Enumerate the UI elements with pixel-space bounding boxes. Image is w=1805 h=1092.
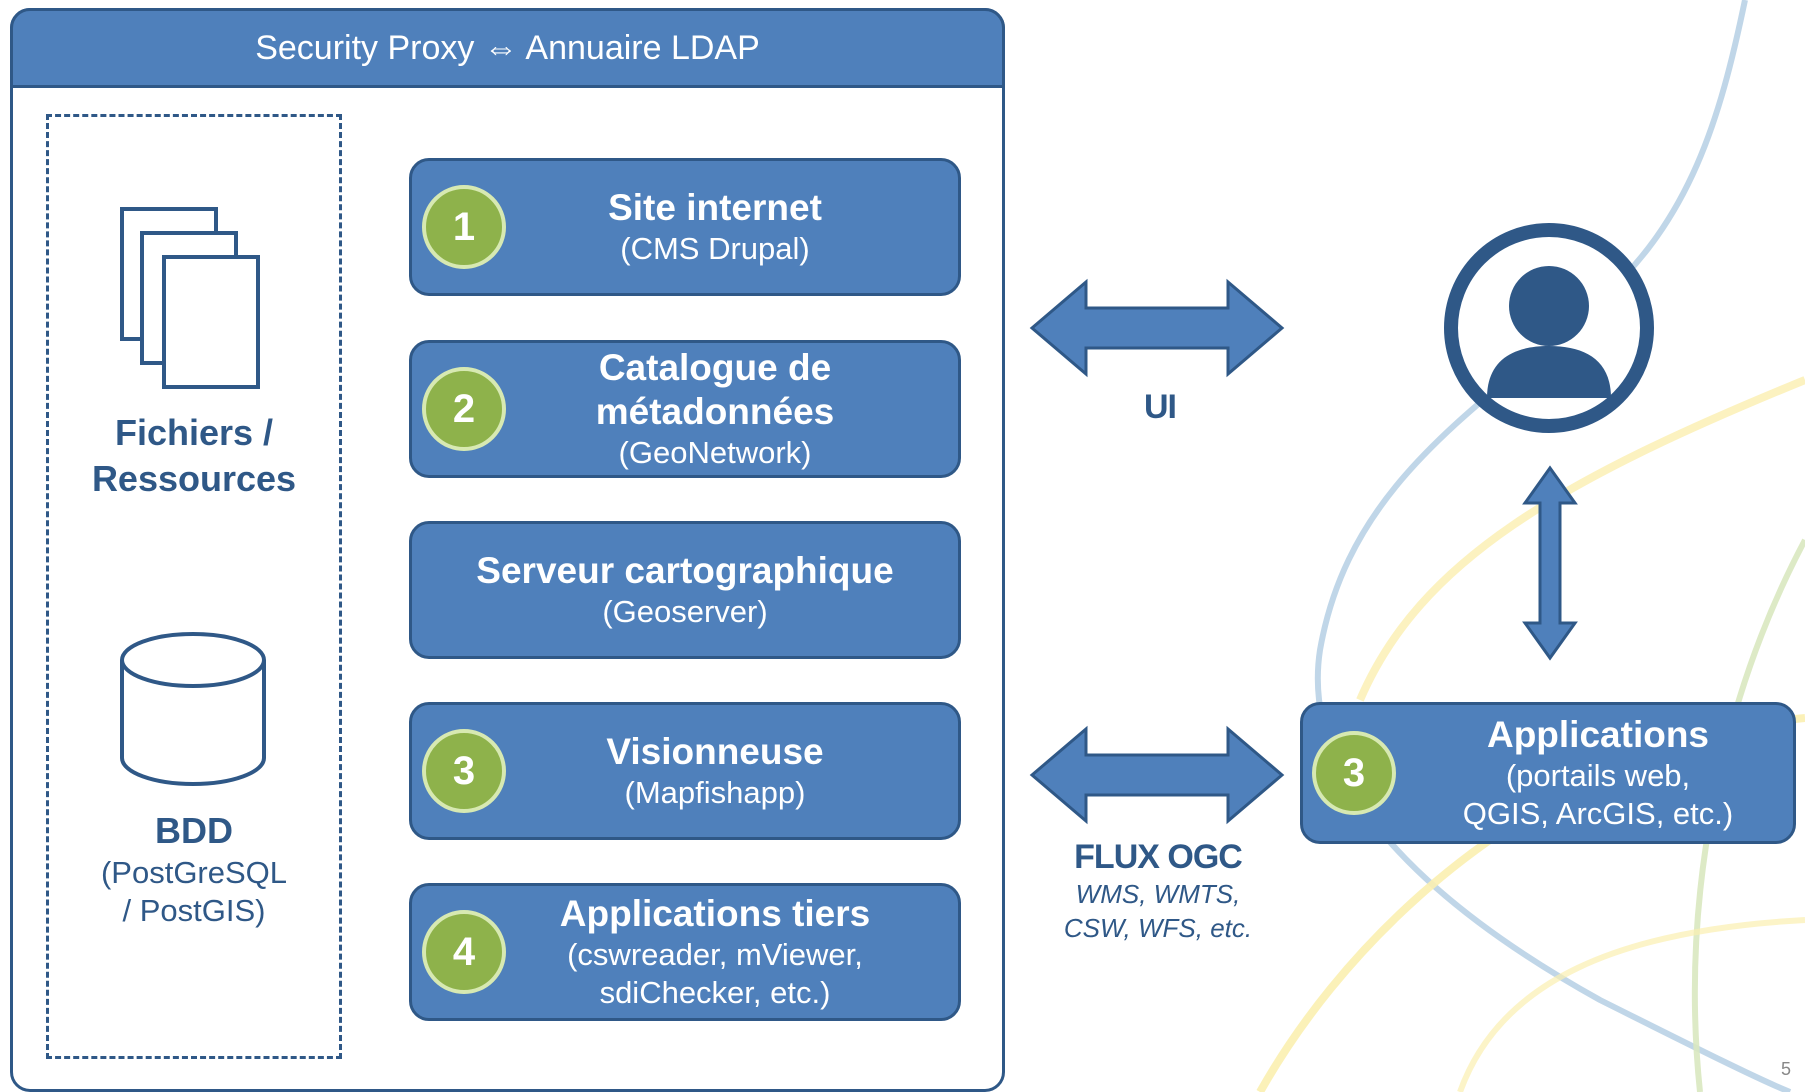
ogc-label-group: FLUX OGC WMS, WMTS, CSW, WFS, etc. — [1018, 838, 1298, 945]
service-site-internet[interactable]: Site internet (CMS Drupal) — [409, 158, 961, 296]
service-badge-1: 1 — [422, 185, 506, 269]
service-badge-4: 4 — [422, 910, 506, 994]
files-icon — [120, 207, 260, 389]
platform-header: Security Proxy ⇔ Annuaire LDAP — [10, 8, 1005, 88]
flux-protocols-line2: CSW, WFS, etc. — [1063, 913, 1253, 943]
vertical-double-arrow — [1522, 465, 1578, 661]
service-badge-3: 3 — [422, 729, 506, 813]
page-number: 5 — [1780, 1059, 1791, 1079]
database-icon — [120, 632, 266, 786]
flux-ogc-label: FLUX OGC — [1074, 838, 1243, 876]
db-label: BDD (PostGreSQL / PostGIS) — [100, 810, 288, 928]
ui-double-arrow — [1029, 278, 1285, 378]
service-serveur-cartographique[interactable]: Serveur cartographique (Geoserver) — [409, 521, 961, 659]
storage-area — [46, 114, 342, 1059]
ogc-double-arrow — [1029, 725, 1285, 825]
ui-label: UI — [1144, 388, 1177, 426]
platform-header-title: Security Proxy ⇔ Annuaire LDAP — [255, 28, 760, 67]
client-apps-badge-3: 3 — [1312, 731, 1396, 815]
files-label: Fichiers / Ressources — [91, 412, 297, 499]
flux-protocols-line1: WMS, WMTS, — [1075, 879, 1241, 909]
user-avatar-icon — [1444, 223, 1654, 433]
service-badge-2: 2 — [422, 367, 506, 451]
